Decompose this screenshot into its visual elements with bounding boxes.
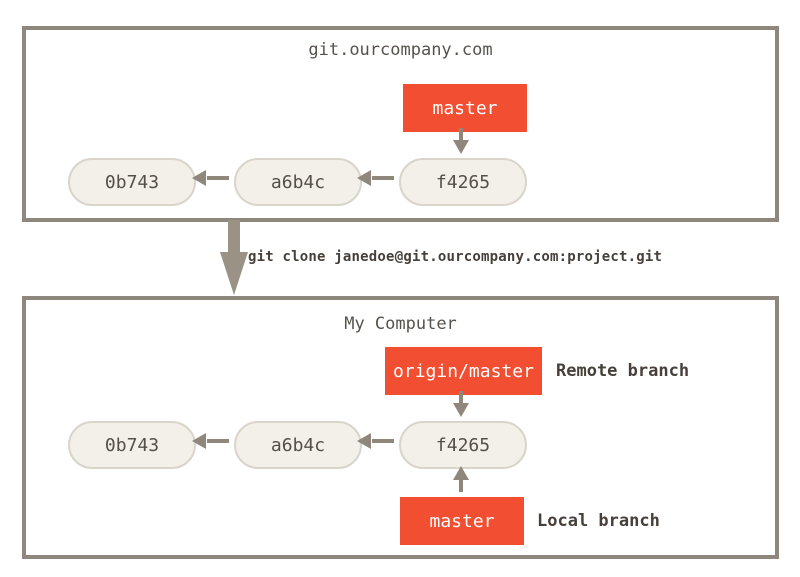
server-master-branch-label: master	[403, 84, 527, 132]
local-commit-0b743: 0b743	[68, 421, 196, 469]
origin-master-branch-label: origin/master	[385, 347, 542, 395]
remote-branch-annotation: Remote branch	[556, 361, 690, 381]
server-box-title: git.ourcompany.com	[308, 40, 493, 60]
server-commit-f4265: f4265	[399, 158, 527, 206]
server-commit-a6b4c: a6b4c	[234, 158, 362, 206]
clone-arrow-icon	[220, 220, 248, 295]
local-commit-a6b4c: a6b4c	[234, 421, 362, 469]
my-computer-box-title: My Computer	[344, 314, 457, 334]
local-master-branch-label: master	[400, 497, 524, 545]
server-box: git.ourcompany.com master 0b743 a6b4c f4…	[22, 26, 779, 222]
local-branch-annotation: Local branch	[537, 511, 660, 531]
clone-command-text: git clone janedoe@git.ourcompany.com:pro…	[248, 249, 663, 265]
server-commit-0b743: 0b743	[68, 158, 196, 206]
my-computer-box: My Computer origin/master Remote branch …	[22, 296, 779, 559]
local-commit-f4265: f4265	[399, 421, 527, 469]
